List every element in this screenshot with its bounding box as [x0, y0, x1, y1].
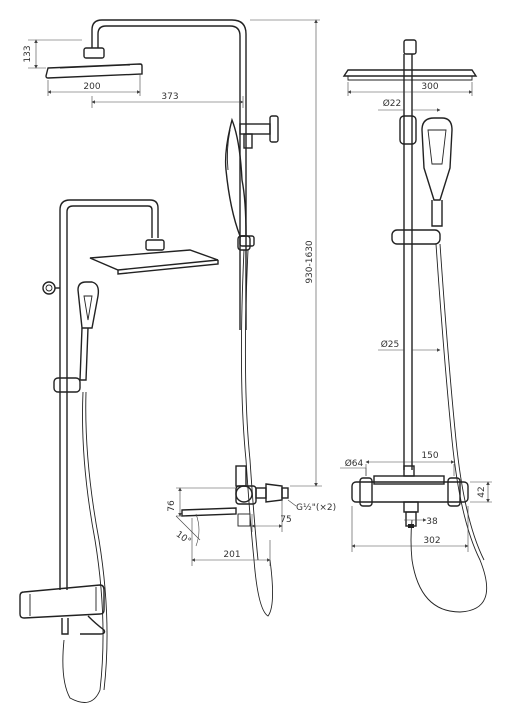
label-outlet-diameter: 38 — [426, 517, 438, 527]
label-spout-depth: 75 — [280, 515, 291, 525]
label-rail-diameter: Ø25 — [381, 339, 400, 350]
mixer-perspective — [19, 584, 105, 619]
front-view — [342, 39, 488, 613]
label-rail-top-diameter: Ø22 — [383, 98, 402, 109]
rain-head-front — [342, 69, 478, 77]
label-inlet-thread: G½"(×2) — [296, 503, 336, 513]
label-spout-height: 76 — [167, 500, 177, 512]
dimension-lines — [28, 19, 492, 566]
perspective-view — [19, 199, 219, 703]
label-mixer-body-diameter: Ø64 — [345, 458, 364, 469]
label-mixer-height: 42 — [477, 486, 487, 497]
label-head-height: 133 — [23, 45, 33, 62]
label-mixer-width: 302 — [423, 536, 440, 546]
side-view — [45, 19, 289, 617]
rain-head-perspective — [89, 249, 219, 271]
label-spout-reach: 201 — [223, 550, 240, 560]
mixer-front — [351, 481, 469, 503]
hand-shower-front — [421, 117, 453, 201]
hand-shower-perspective — [77, 281, 100, 329]
rain-head-side — [45, 63, 143, 79]
label-arm-reach: 373 — [161, 92, 178, 102]
label-head-width-front: 300 — [421, 82, 438, 92]
label-height-range: 930-1630 — [305, 240, 315, 284]
label-inlet-centers: 150 — [421, 451, 438, 461]
spout-side — [181, 507, 237, 517]
label-spout-angle: 10° — [174, 530, 193, 547]
label-head-width-side: 200 — [83, 82, 100, 92]
